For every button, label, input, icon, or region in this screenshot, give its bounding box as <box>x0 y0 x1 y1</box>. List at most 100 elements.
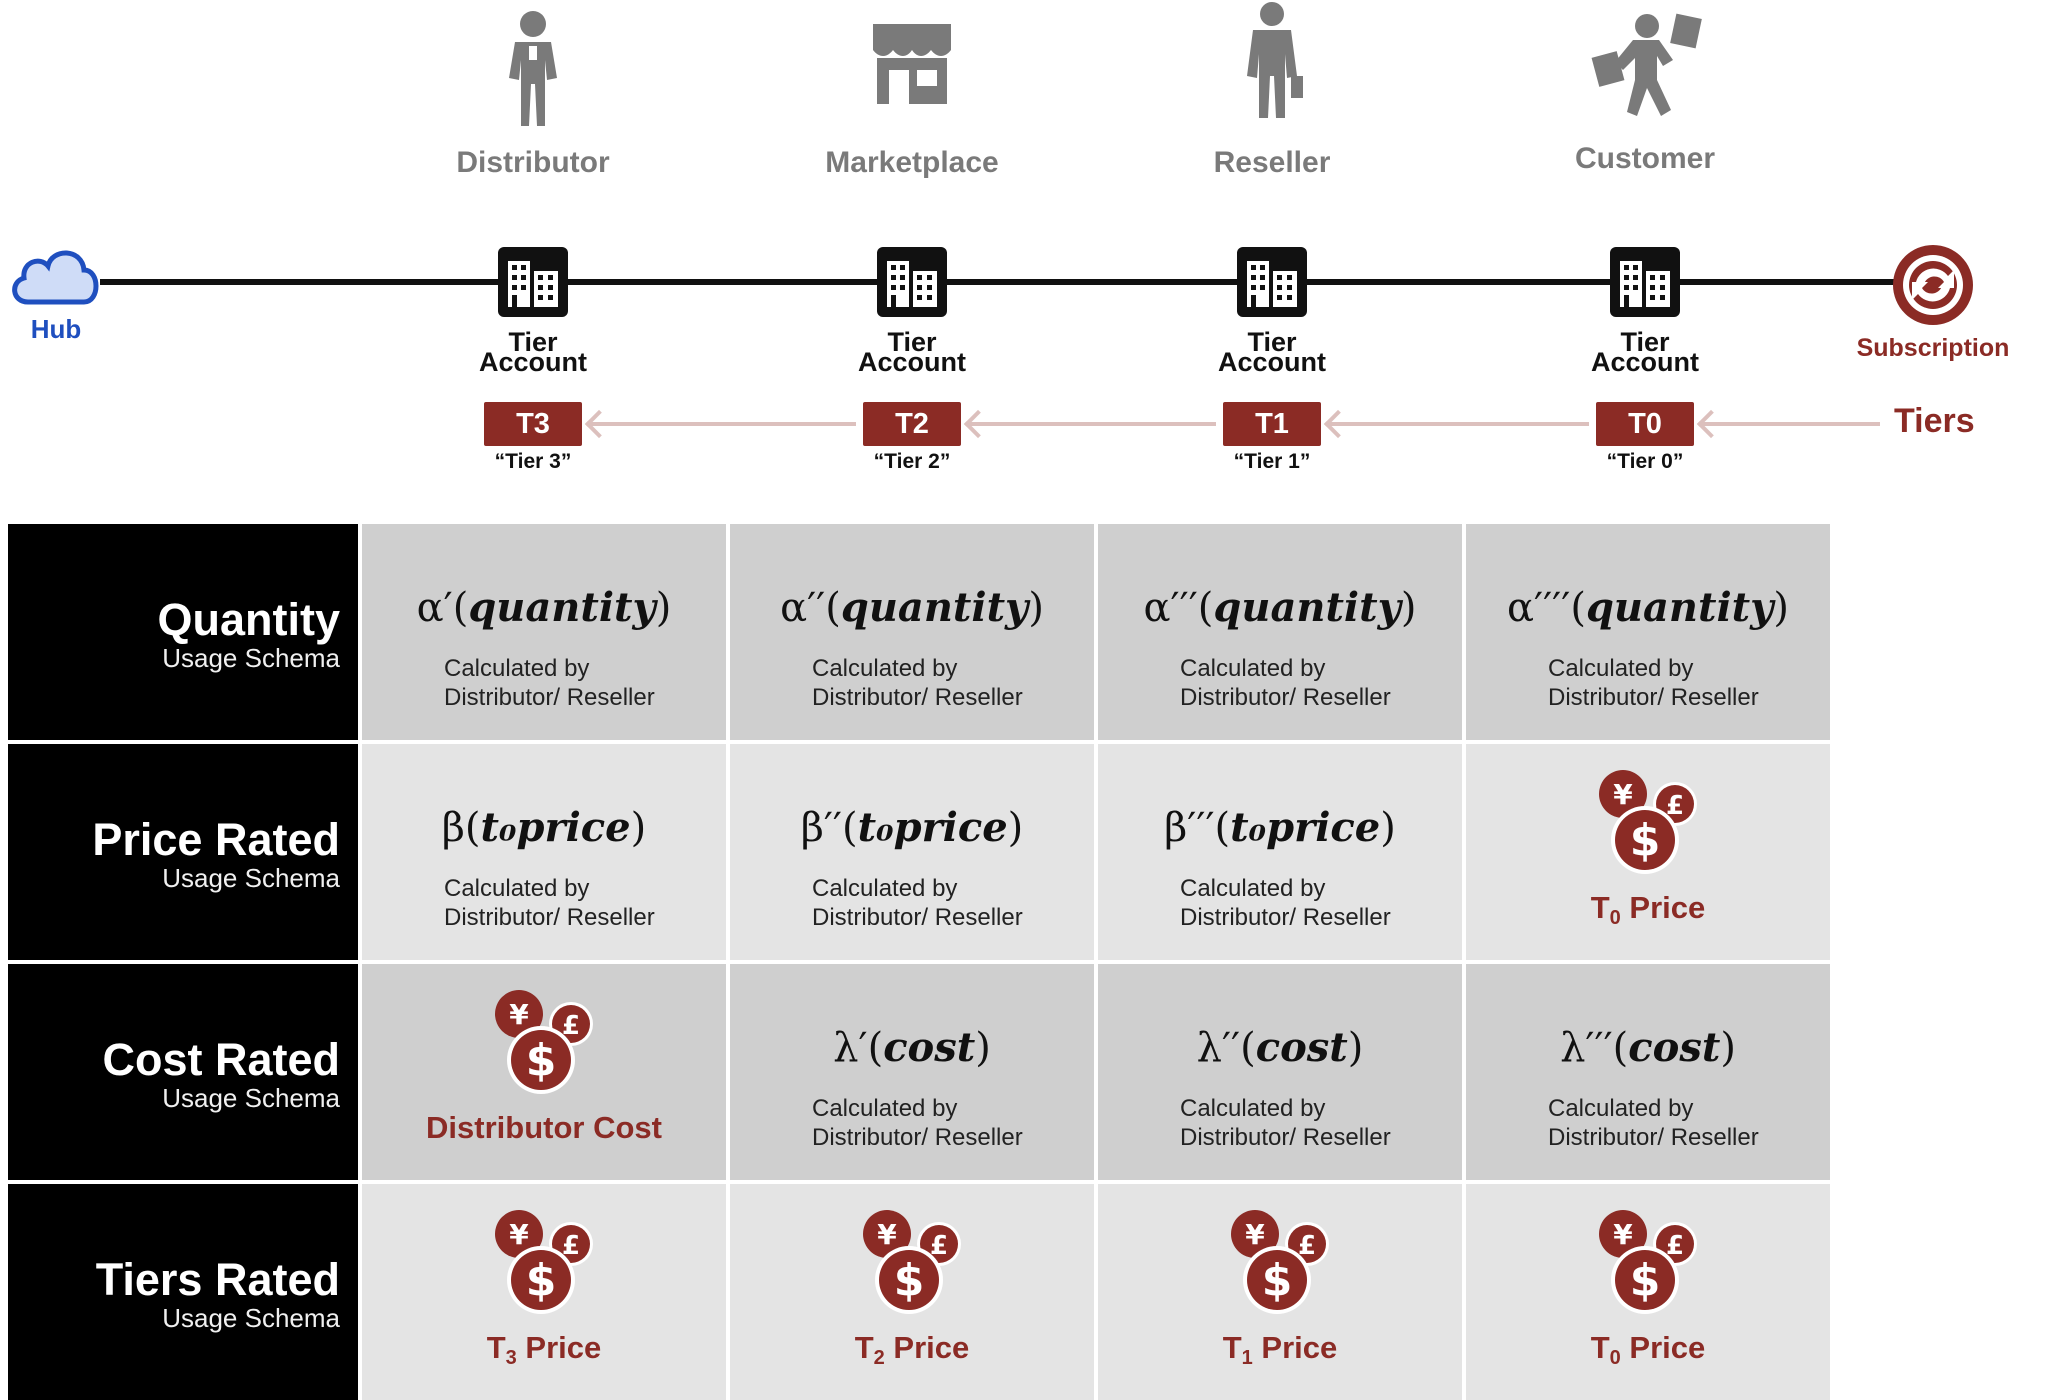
svg-text:£: £ <box>562 1011 580 1041</box>
price-label: Distributor Cost <box>426 1110 662 1145</box>
svg-text:$: $ <box>1630 1255 1661 1306</box>
svg-text:¥: ¥ <box>509 998 529 1031</box>
tier-flow-arrow <box>1701 422 1880 426</box>
price-label: T0 Price <box>1590 1330 1706 1369</box>
row-subtitle: Usage Schema <box>162 1303 340 1333</box>
subscription-label: Subscription <box>1856 334 2010 362</box>
row-title: Price Rated <box>92 814 340 865</box>
customer-role-icon <box>1585 10 1705 125</box>
rating-formula: β(t₀price) <box>441 804 647 851</box>
tier-name: “Tier 0” <box>1606 450 1684 473</box>
schema-cell: ¥ £$ T0 Price <box>1466 744 1830 960</box>
tier-name: “Tier 3” <box>494 450 572 473</box>
role-label-customer: Customer <box>1574 142 1716 175</box>
currency-coins-icon: ¥ £$ <box>489 986 599 1101</box>
svg-text:$: $ <box>1262 1255 1293 1306</box>
tier-flow-arrow <box>1328 422 1589 426</box>
tier-name: “Tier 1” <box>1233 450 1311 473</box>
tier-account-building-icon <box>496 245 570 324</box>
tier-badge-t0: T0 <box>1596 402 1694 446</box>
reseller-role-icon <box>1237 0 1307 125</box>
rating-formula: α′′(quantity) <box>780 584 1044 631</box>
svg-text:£: £ <box>1298 1231 1316 1261</box>
tier-badge-t1: T1 <box>1223 402 1321 446</box>
tiers-label: Tiers <box>1894 402 1975 440</box>
currency-coins-icon: ¥ £$ <box>1593 766 1703 881</box>
svg-text:£: £ <box>930 1231 948 1261</box>
hub-label: Hub <box>30 314 82 344</box>
svg-text:$: $ <box>526 1255 557 1306</box>
schema-cell: ¥£$T1 Price <box>1098 1184 1462 1400</box>
svg-text:¥: ¥ <box>1245 1218 1265 1251</box>
tier-badge-t2: T2 <box>863 402 961 446</box>
subscription-sync-icon <box>1893 245 1973 325</box>
price-label: T0 Price <box>1590 890 1706 929</box>
svg-text:¥: ¥ <box>1613 1218 1633 1251</box>
rating-formula: λ′′(cost) <box>1196 1024 1364 1071</box>
rating-formula: α′′′′(quantity) <box>1506 584 1789 631</box>
svg-text:$: $ <box>1630 815 1661 866</box>
role-label-marketplace: Marketplace <box>825 146 999 179</box>
currency-coins-icon: ¥ £$ <box>489 1206 599 1321</box>
svg-text:¥: ¥ <box>1613 778 1633 811</box>
row-subtitle: Usage Schema <box>162 643 340 673</box>
schema-cell: ¥£$T3 Price <box>362 1184 726 1400</box>
row-title: Cost Rated <box>102 1034 340 1085</box>
svg-text:£: £ <box>1666 1231 1684 1261</box>
rating-formula: λ′(cost) <box>833 1024 991 1071</box>
svg-text:£: £ <box>1666 791 1684 821</box>
tier-account-building-icon <box>875 245 949 324</box>
svg-text:¥: ¥ <box>509 1218 529 1251</box>
svg-text:$: $ <box>526 1035 557 1086</box>
tier-name: “Tier 2” <box>873 450 951 473</box>
rating-formula: α′′′(quantity) <box>1143 584 1417 631</box>
svg-text:$: $ <box>894 1255 925 1306</box>
row-subtitle: Usage Schema <box>162 1083 340 1113</box>
role-label-reseller: Reseller <box>1213 146 1331 179</box>
tier-account-building-icon <box>1608 245 1682 324</box>
rating-formula: λ′′′(cost) <box>1560 1024 1736 1071</box>
currency-coins-icon: ¥ £$ <box>857 1206 967 1321</box>
currency-coins-icon: ¥ £$ <box>1593 1206 1703 1321</box>
distributor-role-icon <box>493 8 573 133</box>
row-title: Tiers Rated <box>95 1254 340 1305</box>
timeline-line <box>100 279 1900 285</box>
tier-badge-t3: T3 <box>484 402 582 446</box>
tier-flow-arrow <box>968 422 1216 426</box>
hub-cloud-icon <box>12 250 99 305</box>
svg-text:¥: ¥ <box>877 1218 897 1251</box>
schema-cell: ¥£$T2 Price <box>730 1184 1094 1400</box>
role-label-distributor: Distributor <box>456 146 610 179</box>
svg-text:£: £ <box>562 1231 580 1261</box>
schema-cell: ¥ £$ T0 Price <box>1466 1184 1830 1400</box>
schema-cell: ¥ £$ Distributor Cost <box>362 964 726 1180</box>
tier-flow-arrow <box>589 422 856 426</box>
tier-account-building-icon <box>1235 245 1309 324</box>
rating-formula: β′′′(t₀price) <box>1164 804 1396 851</box>
rating-formula: α′(quantity) <box>416 584 672 631</box>
